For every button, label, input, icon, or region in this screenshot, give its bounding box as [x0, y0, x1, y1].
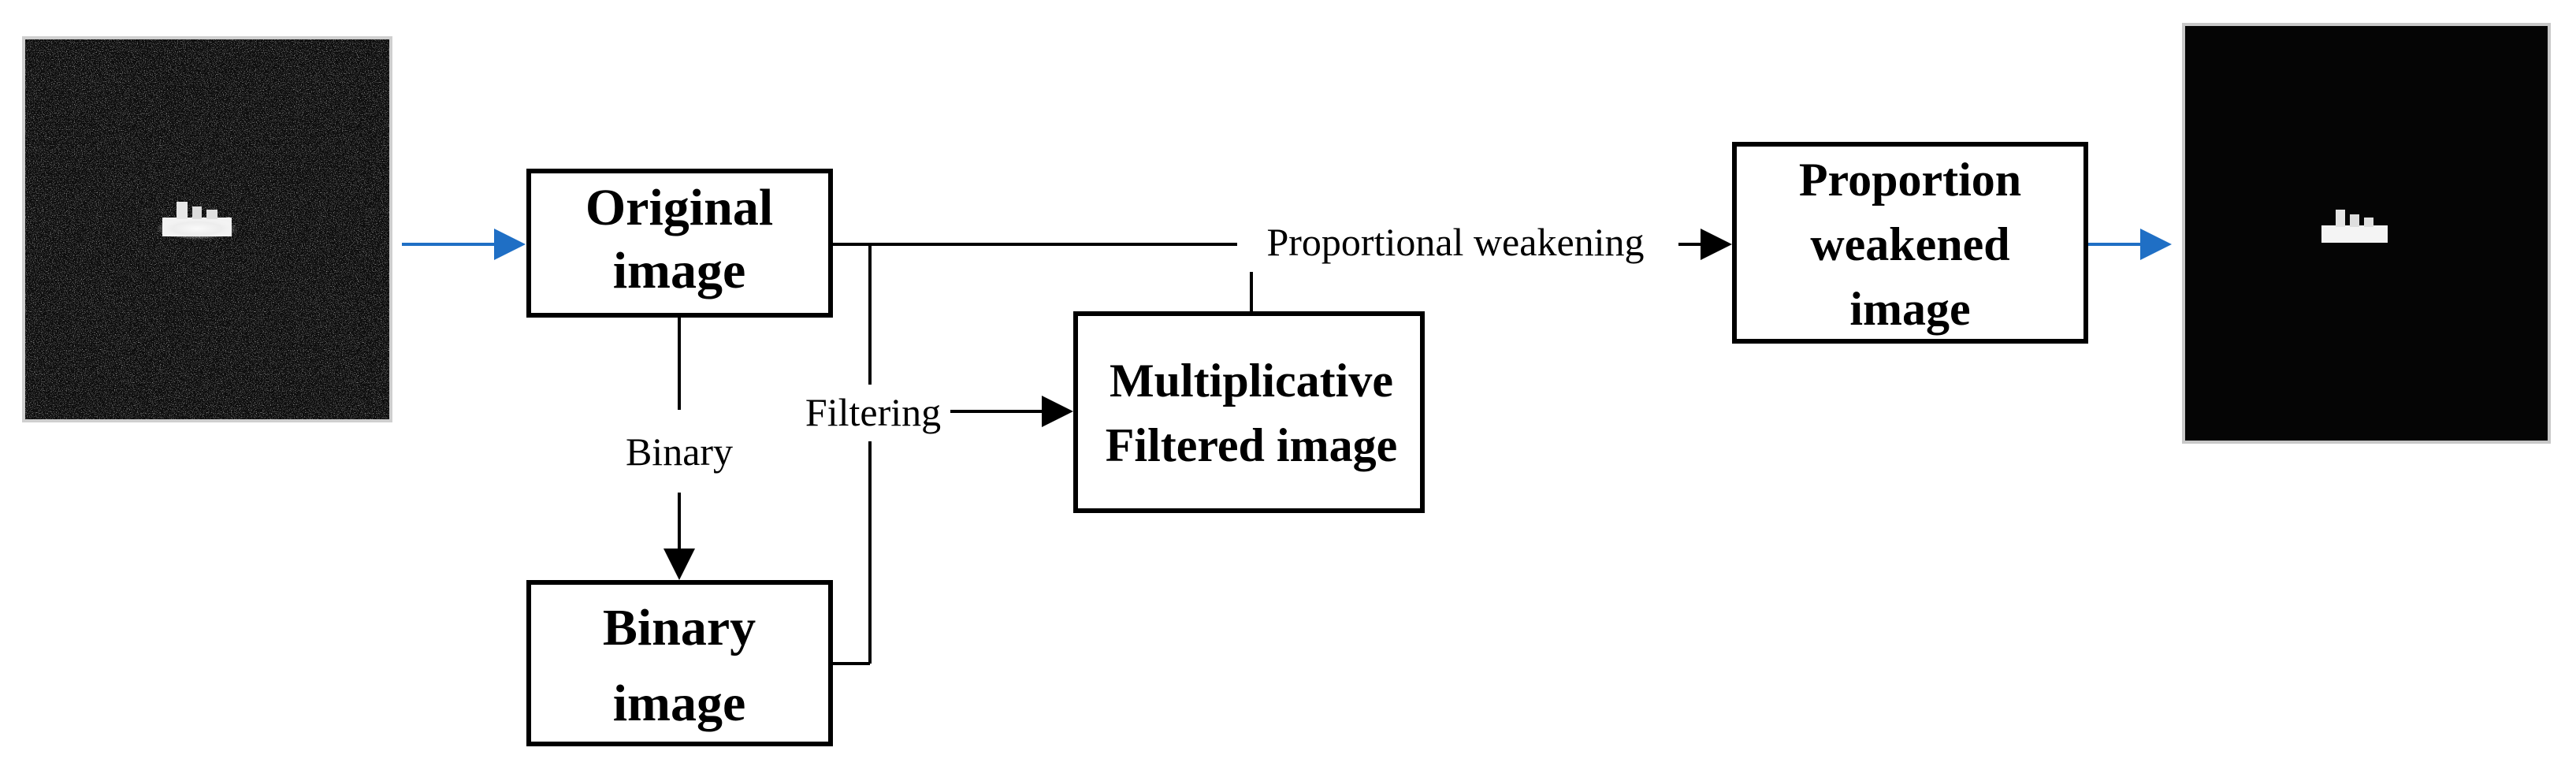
original-image-label-line1: Original	[585, 179, 773, 236]
binary-image-label-line2: image	[613, 675, 746, 732]
proportional-weakening-edge: Proportional weakening	[832, 220, 1732, 311]
proportion-label-line1: Proportion	[1799, 154, 2021, 206]
proportional-weakening-label: Proportional weakening	[1266, 220, 1644, 264]
proportion-label-line3: image	[1849, 283, 1970, 335]
input-thumbnail	[22, 36, 392, 422]
binary-image-node: Binary image	[526, 580, 833, 746]
output-target-blob	[2321, 210, 2388, 243]
original-image-node: Original image	[526, 169, 833, 318]
multiplicative-label-line1: Multiplicative	[1110, 355, 1393, 407]
binary-edge: Binary	[626, 318, 733, 580]
output-thumbnail	[2182, 23, 2551, 444]
proportion-weakened-node: Proportion weakened image	[1732, 142, 2088, 344]
multiplicative-label-line2: Filtered image	[1106, 419, 1397, 471]
input-target-blob	[156, 202, 238, 240]
multiplicative-filtered-node: Multiplicative Filtered image	[1073, 311, 1425, 513]
binary-image-label-line1: Binary	[603, 599, 756, 656]
original-image-label-line2: image	[613, 242, 746, 299]
proportion-label-line2: weakened	[1810, 218, 2009, 270]
filtering-label: Filtering	[805, 390, 941, 434]
binary-edge-label: Binary	[626, 430, 733, 474]
filtering-edge: Filtering	[805, 244, 1073, 665]
